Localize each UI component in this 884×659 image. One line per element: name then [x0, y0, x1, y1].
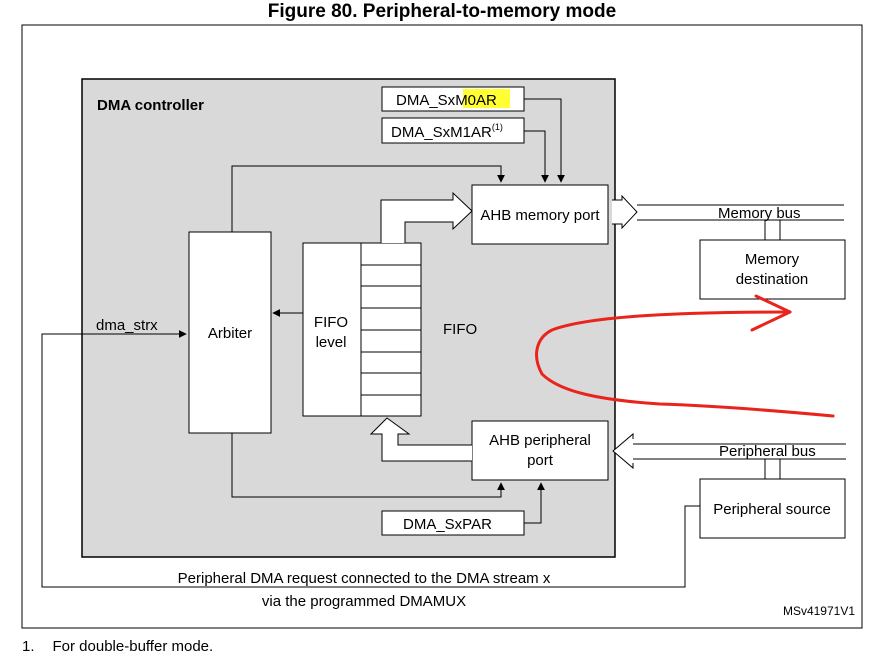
- bus-to-peripheral-port-arrow: [612, 432, 634, 470]
- m1ar-register-box: [381, 117, 525, 144]
- figure-title: Figure 80. Peripheral-to-memory mode: [267, 1, 617, 22]
- fifo-to-memory-port-arrow: [380, 191, 473, 243]
- request-note-line-1: Peripheral DMA request connected to the …: [178, 570, 551, 587]
- fifo-cells: [361, 264, 421, 396]
- fifo-label: FIFO: [443, 321, 477, 338]
- par-to-peripheral-port-line: [524, 482, 545, 524]
- fifo-level-label-line-1: FIFO: [314, 314, 348, 331]
- m1ar-to-memory-port-line: [524, 130, 549, 183]
- m0ar-to-memory-port-line: [524, 98, 565, 183]
- dma-controller-label: DMA controller: [97, 97, 204, 114]
- memory-bus-label: Memory bus: [718, 205, 801, 222]
- figure-id: MSv41971V1: [783, 604, 855, 618]
- footnote-text: For double-buffer mode.: [52, 638, 214, 655]
- ahb-memory-port-label: AHB memory port: [480, 207, 600, 224]
- ahb-peripheral-port-label-line-2: port: [527, 452, 554, 469]
- memory-destination-label-line-2: destination: [736, 271, 809, 288]
- peripheral-port-to-fifo-arrow: [369, 417, 472, 462]
- dma-request-loop-line: [41, 333, 700, 588]
- request-note-line-2: via the programmed DMAMUX: [262, 593, 466, 610]
- arbiter-label: Arbiter: [208, 325, 252, 342]
- fifo-level-label-line-2: level: [316, 334, 347, 351]
- m0ar-highlight: [463, 89, 510, 108]
- footnote-number: 1.: [22, 638, 35, 655]
- red-annotation-arrowhead: [750, 294, 792, 332]
- memory-port-to-bus-arrow: [612, 194, 638, 230]
- m1ar-register-label: DMA_SxM1AR(1): [391, 122, 503, 141]
- footnote: 1. For double-buffer mode.: [22, 638, 213, 655]
- arbiter-block: [188, 231, 272, 434]
- dma-strx-label: dma_strx: [96, 317, 158, 334]
- peripheral-bus-label: Peripheral bus: [719, 443, 816, 460]
- ahb-memory-port-block: [471, 184, 609, 245]
- m0ar-register-label: DMA_SxM0AR: [396, 92, 497, 109]
- memory-destination-block: [699, 239, 846, 300]
- red-annotation-curve: [535, 310, 835, 418]
- arbiter-to-peripheral-port-line: [231, 433, 505, 498]
- memory-destination-label-line-1: Memory: [745, 251, 800, 268]
- par-register-box: [381, 510, 525, 536]
- arbiter-to-memory-port-line: [231, 165, 505, 232]
- ahb-peripheral-port-block: [471, 420, 609, 481]
- par-register-label: DMA_SxPAR: [403, 516, 492, 533]
- figure-frame: [21, 24, 863, 629]
- peripheral-source-label: Peripheral source: [713, 501, 831, 518]
- peripheral-source-block: [699, 478, 846, 539]
- ahb-peripheral-port-label-line-1: AHB peripheral: [489, 432, 591, 449]
